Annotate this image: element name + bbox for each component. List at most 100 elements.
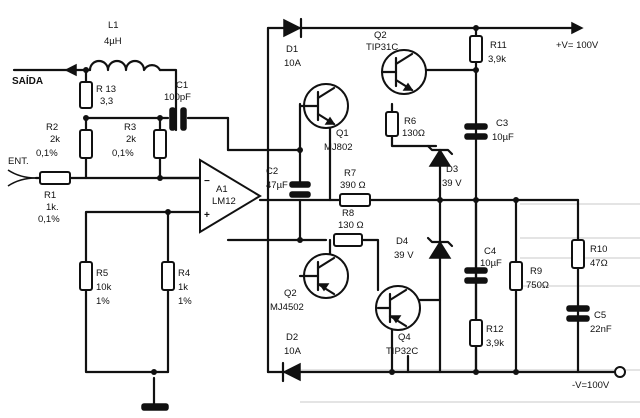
negative-supply: -V=100V bbox=[572, 366, 626, 391]
opamp-a1: − + A1 LM12 bbox=[199, 158, 262, 234]
r4-value: 1k bbox=[178, 282, 188, 293]
resistor-r3: R3 2k 0,1% bbox=[112, 122, 167, 159]
r7-value: 390 Ω bbox=[340, 180, 366, 191]
r10-value: 47Ω bbox=[590, 258, 608, 269]
a1-ref: A1 bbox=[216, 184, 228, 195]
r1-value: 1k. bbox=[46, 202, 59, 213]
r12-ref: R12 bbox=[486, 324, 503, 335]
capacitor-c3: C3 10µF bbox=[464, 118, 514, 143]
r3-ref: R3 bbox=[124, 122, 136, 133]
transistor-q1-mj802: Q1 MJ802 bbox=[298, 83, 353, 153]
r4-ref: R4 bbox=[178, 268, 190, 279]
q2a-value: TIP31C bbox=[366, 42, 398, 53]
r2-ref: R2 bbox=[46, 122, 58, 133]
transistor-q2-mj4502: Q2 MJ4502 bbox=[270, 253, 349, 313]
resistor-r7: R7 390 Ω bbox=[339, 168, 371, 207]
capacitor-c4: C4 10µF bbox=[464, 246, 502, 284]
d1-value: 10A bbox=[284, 58, 302, 69]
d2-value: 10A bbox=[284, 346, 302, 357]
resistor-r13: R 13 3,3 bbox=[79, 81, 116, 109]
transistor-q4-tip32c: Q4 TIP32C bbox=[375, 285, 421, 357]
transistor-q2-tip31c: Q2 TIP31C bbox=[366, 30, 427, 95]
input-label: ENT. bbox=[8, 156, 29, 167]
d4-ref: D4 bbox=[396, 236, 408, 247]
zener-d3: D3 39 V bbox=[426, 144, 462, 202]
r6-value: 130Ω bbox=[402, 128, 425, 139]
background-bleed-lines bbox=[300, 203, 640, 403]
q4-ref: Q4 bbox=[398, 332, 411, 343]
c3-ref: C3 bbox=[496, 118, 508, 129]
l1-ref: L1 bbox=[108, 20, 119, 31]
c3-value: 10µF bbox=[492, 132, 514, 143]
output-label: SAÍDA bbox=[12, 74, 43, 87]
input-terminal: ENT. bbox=[7, 156, 37, 187]
r1-ref: R1 bbox=[44, 190, 56, 201]
r11-value: 3,9k bbox=[488, 54, 506, 65]
r11-ref: R11 bbox=[490, 40, 507, 51]
capacitor-c1: C1 100pF bbox=[164, 80, 191, 131]
r6-ref: R6 bbox=[404, 116, 416, 127]
r13-ref: R 13 bbox=[96, 84, 116, 95]
c4-value: 10µF bbox=[480, 258, 502, 269]
capacitor-c5: C5 22nF bbox=[566, 305, 612, 335]
negative-supply-label: -V=100V bbox=[572, 380, 610, 391]
q2b-value: MJ4502 bbox=[270, 302, 304, 313]
r5-value: 10k bbox=[96, 282, 112, 293]
r9-value: 750Ω bbox=[526, 280, 549, 291]
zener-d4: D4 39 V bbox=[394, 236, 454, 261]
inductor-l1: L1 4µH bbox=[88, 20, 162, 72]
resistor-r4: R4 1k 1% bbox=[161, 261, 192, 307]
resistor-r1: R1 1k. 0,1% bbox=[38, 171, 71, 225]
output-terminal: SAÍDA bbox=[12, 63, 77, 87]
r7-ref: R7 bbox=[344, 168, 356, 179]
diode-d1: D1 10A bbox=[283, 17, 303, 69]
r5-tolerance: 1% bbox=[96, 296, 110, 307]
r1-tolerance: 0,1% bbox=[38, 214, 60, 225]
r8-value: 130 Ω bbox=[338, 220, 364, 231]
r8-ref: R8 bbox=[342, 208, 354, 219]
resistor-r8: R8 130 Ω bbox=[333, 208, 364, 247]
opamp-plus-sign: + bbox=[204, 210, 210, 221]
positive-supply-label: +V= 100V bbox=[556, 40, 599, 51]
r13-value: 3,3 bbox=[100, 96, 113, 107]
r12-value: 3,9k bbox=[486, 338, 504, 349]
d1-ref: D1 bbox=[286, 44, 298, 55]
opamp-minus-sign: − bbox=[204, 176, 210, 187]
r10-ref: R10 bbox=[590, 244, 607, 255]
q1-value: MJ802 bbox=[324, 142, 353, 153]
q2a-ref: Q2 bbox=[374, 30, 387, 41]
ground-symbol bbox=[141, 403, 169, 411]
resistor-r9: R9 750Ω bbox=[509, 261, 549, 291]
c5-ref: C5 bbox=[594, 310, 606, 321]
q2b-ref: Q2 bbox=[284, 288, 297, 299]
r5-ref: R5 bbox=[96, 268, 108, 279]
a1-value: LM12 bbox=[212, 196, 236, 207]
capacitor-c2: C2 47µF bbox=[266, 166, 311, 198]
r4-tolerance: 1% bbox=[178, 296, 192, 307]
c1-ref: C1 bbox=[176, 80, 188, 91]
c1-value: 100pF bbox=[164, 92, 191, 103]
r3-tolerance: 0,1% bbox=[112, 148, 134, 159]
l1-value: 4µH bbox=[104, 36, 122, 47]
q4-value: TIP32C bbox=[386, 346, 418, 357]
r2-value: 2k bbox=[50, 134, 60, 145]
c2-value: 47µF bbox=[266, 180, 288, 191]
c5-value: 22nF bbox=[590, 324, 612, 335]
r3-value: 2k bbox=[126, 134, 136, 145]
c4-ref: C4 bbox=[484, 246, 496, 257]
diode-d2: D2 10A bbox=[281, 332, 302, 383]
resistor-r5: R5 10k 1% bbox=[79, 261, 112, 307]
resistor-r2: R2 2k 0,1% bbox=[36, 122, 93, 159]
c2-ref: C2 bbox=[266, 166, 278, 177]
r9-ref: R9 bbox=[530, 266, 542, 277]
r2-tolerance: 0,1% bbox=[36, 148, 58, 159]
resistor-r11: R11 3,9k bbox=[469, 35, 507, 65]
d4-value: 39 V bbox=[394, 250, 414, 261]
d3-value: 39 V bbox=[442, 178, 462, 189]
resistor-r6: R6 130Ω bbox=[385, 111, 425, 139]
d3-ref: D3 bbox=[446, 164, 458, 175]
d2-ref: D2 bbox=[286, 332, 298, 343]
resistor-r10: R10 47Ω bbox=[571, 239, 608, 269]
positive-supply: +V= 100V bbox=[556, 21, 599, 51]
